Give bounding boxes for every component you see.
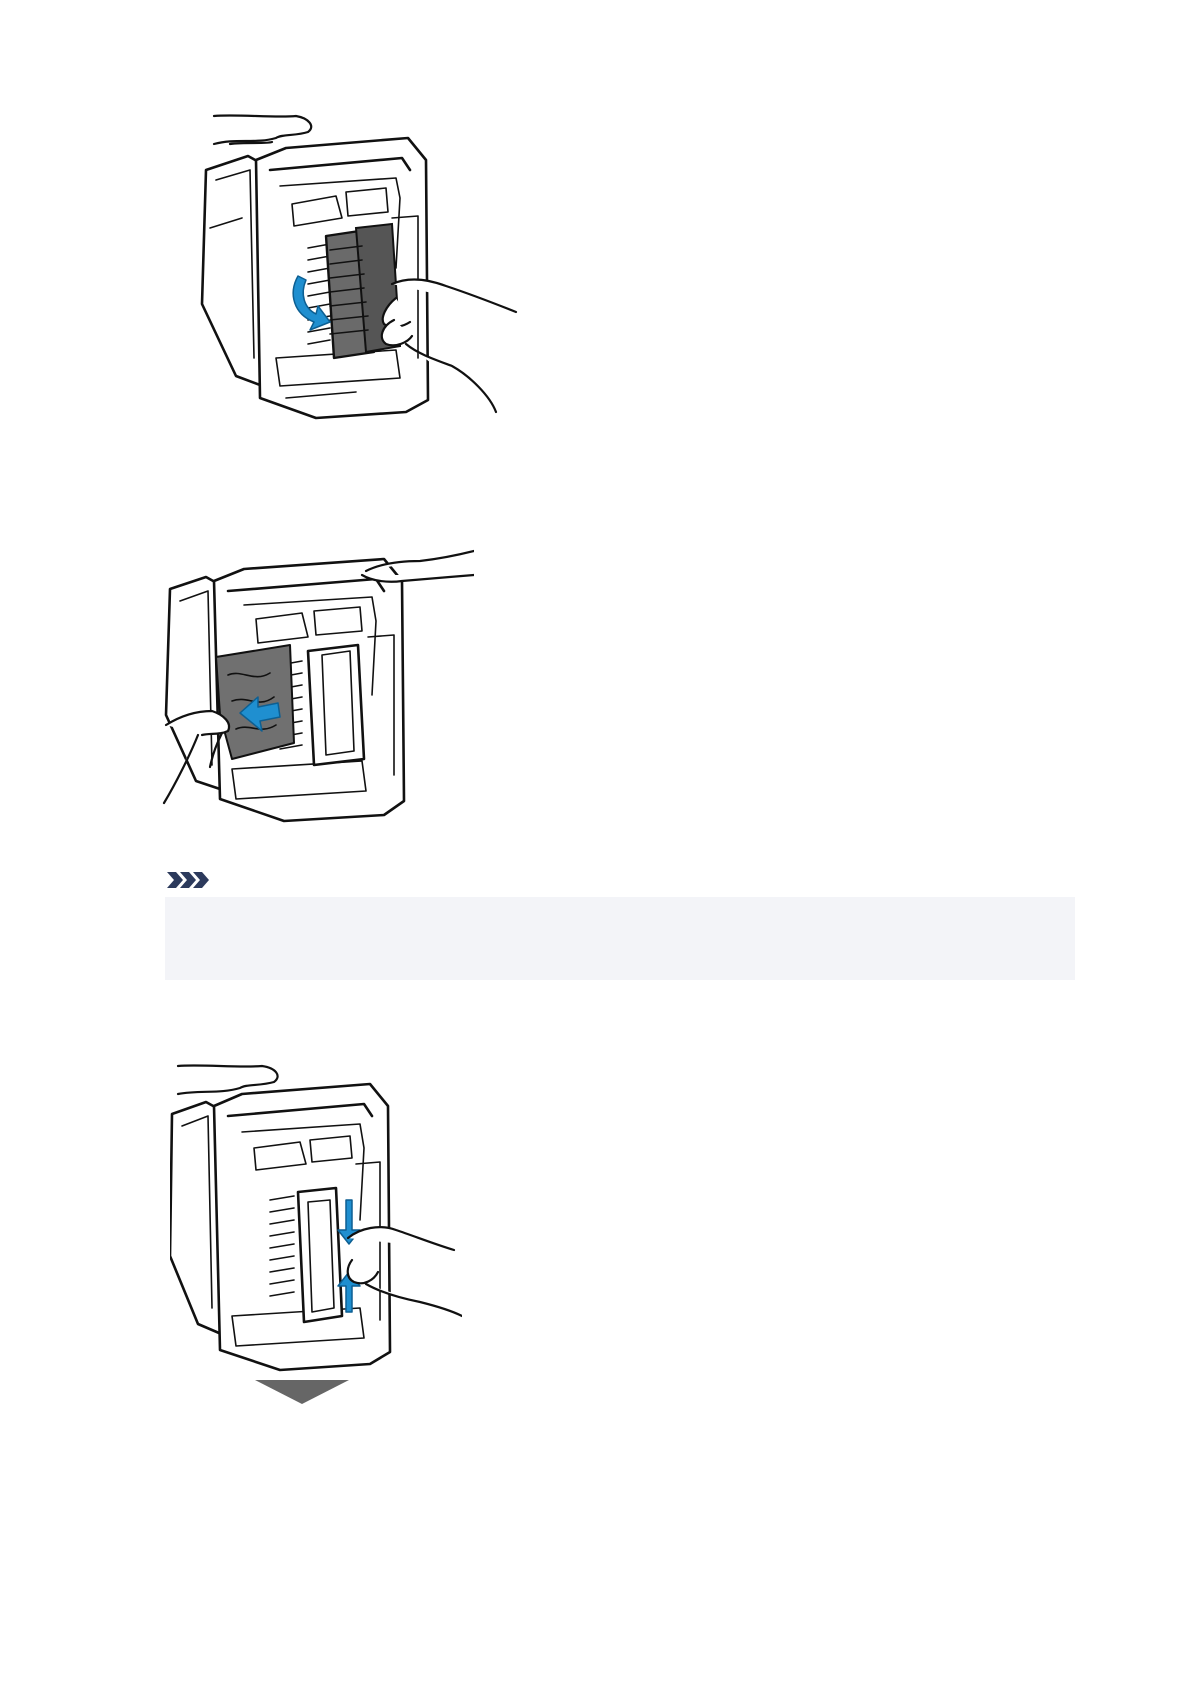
next-step-arrow-icon <box>255 1380 349 1404</box>
note-chevrons-icon <box>165 870 215 890</box>
printer-rear-cover-open-illustration <box>196 108 526 424</box>
printer-remove-paper-illustration <box>162 545 474 835</box>
printer-rear-cover-close-illustration <box>170 1060 462 1380</box>
note-box <box>165 897 1075 980</box>
